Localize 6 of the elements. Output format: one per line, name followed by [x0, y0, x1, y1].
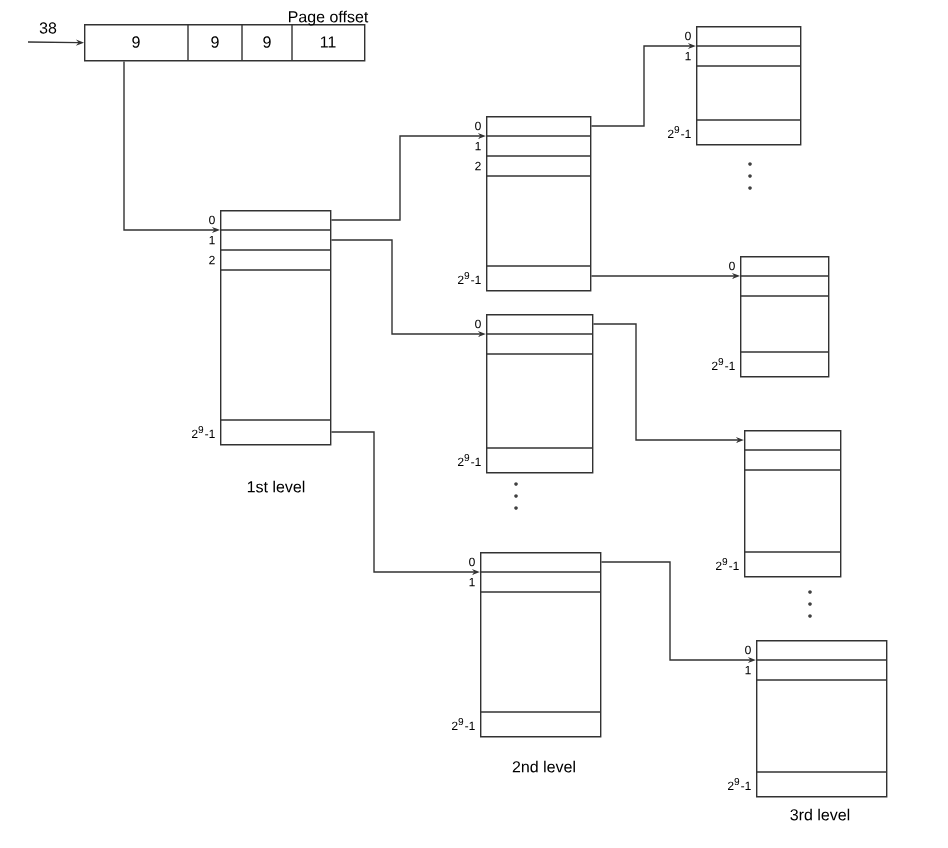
- level-caption: Page offset: [289, 10, 369, 26]
- edge-label: 38: [39, 22, 57, 34]
- level-caption: 1st level: [247, 480, 305, 493]
- level-caption: 3rd level: [790, 808, 850, 821]
- level-caption: 2nd level: [512, 760, 575, 773]
- address-register: 9 9 9 11: [84, 23, 366, 62]
